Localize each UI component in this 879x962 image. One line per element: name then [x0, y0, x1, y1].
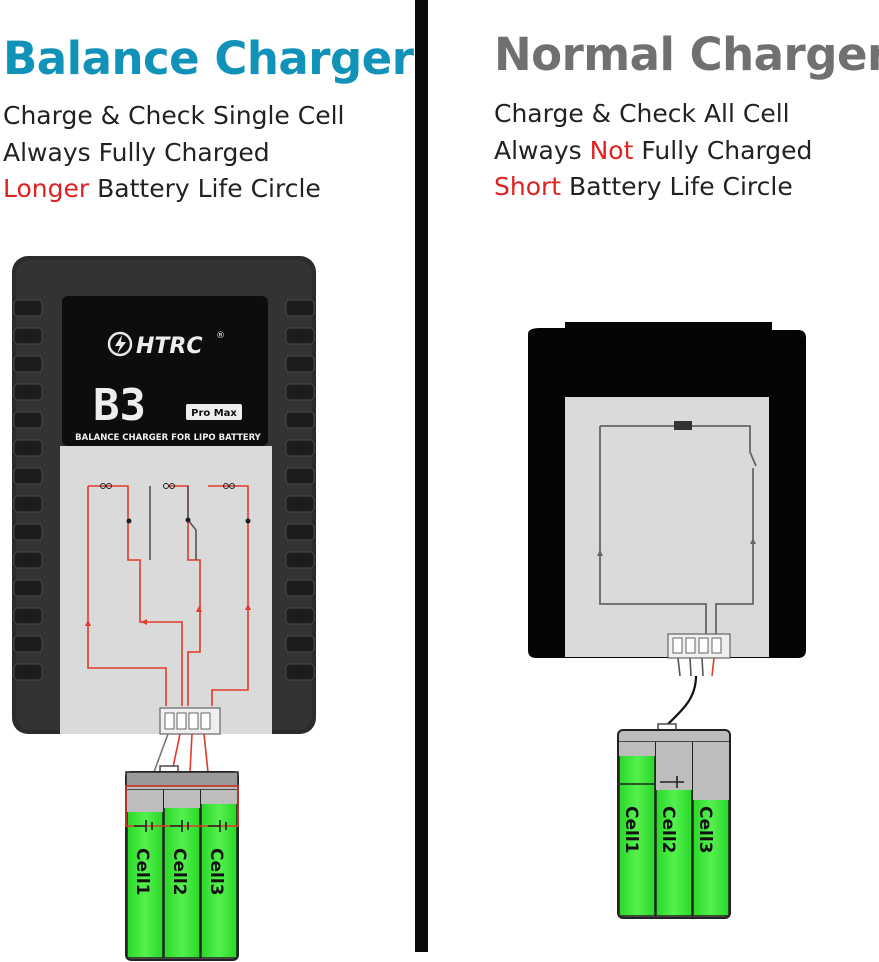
balance-circuit-wires — [87, 485, 249, 706]
right-cell-1-label: Cell1 — [621, 806, 641, 854]
model-text: B3 — [93, 380, 146, 431]
model-suffix-text: Pro Max — [191, 408, 237, 419]
feature-line-1: Charge & Check Single Cell — [3, 101, 345, 130]
right-cell-3: Cell3 — [692, 741, 730, 917]
feature-line-1: Charge & Check All Cell — [494, 99, 790, 128]
charger-subtitle: BALANCE CHARGER FOR LIPO BATTERY — [75, 433, 262, 443]
right-cell-3-label: Cell3 — [695, 806, 715, 854]
balance-leads — [153, 733, 209, 775]
normal-charger-heading: Normal Charger — [494, 28, 879, 81]
left-cell-1-label: Cell1 — [132, 848, 152, 896]
left-cell-2-label: Cell2 — [169, 848, 189, 896]
center-divider — [415, 0, 428, 952]
htrc-logo-icon — [107, 331, 133, 357]
feature-line-3: Longer Battery Life Circle — [3, 174, 321, 203]
normal-arrow-icons — [597, 538, 756, 556]
left-cell-3-label: Cell3 — [206, 848, 226, 896]
left-cell-3: Cell3 — [200, 789, 238, 959]
left-cell-1: Cell1 — [126, 789, 164, 959]
circuit-arrow-icons — [85, 604, 251, 626]
normal-leads — [657, 657, 715, 733]
right-battery-pack: Cell1 Cell2 Cell3 — [617, 729, 731, 919]
switch-icons — [100, 483, 251, 524]
balance-charger-device: HTRC ® B3 Pro Max BALANCE CHARGER FOR LI… — [12, 256, 316, 735]
balance-charger-heading: Balance Charger — [3, 32, 414, 85]
left-grip-ribs — [13, 299, 43, 681]
feature-line-3: Short Battery Life Circle — [494, 172, 793, 201]
fuse-icon — [674, 421, 692, 430]
right-cell-2: Cell2 — [655, 741, 693, 917]
right-grip-ribs — [285, 299, 315, 681]
right-cell-1: Cell1 — [618, 741, 656, 917]
balance-circuit-black-wires — [149, 486, 197, 560]
left-battery-pack: Cell1 Cell2 Cell3 — [125, 771, 239, 961]
feature-line-2: Always Fully Charged — [3, 138, 270, 167]
left-cell-2: Cell2 — [163, 789, 201, 959]
normal-circuit-window — [565, 397, 769, 657]
feature-line-2: Always Not Fully Charged — [494, 136, 813, 165]
brand-text: HTRC — [136, 334, 203, 359]
normal-charger-device — [528, 322, 806, 659]
right-cell-2-label: Cell2 — [658, 806, 678, 854]
registered-mark: ® — [216, 331, 225, 341]
normal-circuit-wires — [599, 425, 757, 634]
